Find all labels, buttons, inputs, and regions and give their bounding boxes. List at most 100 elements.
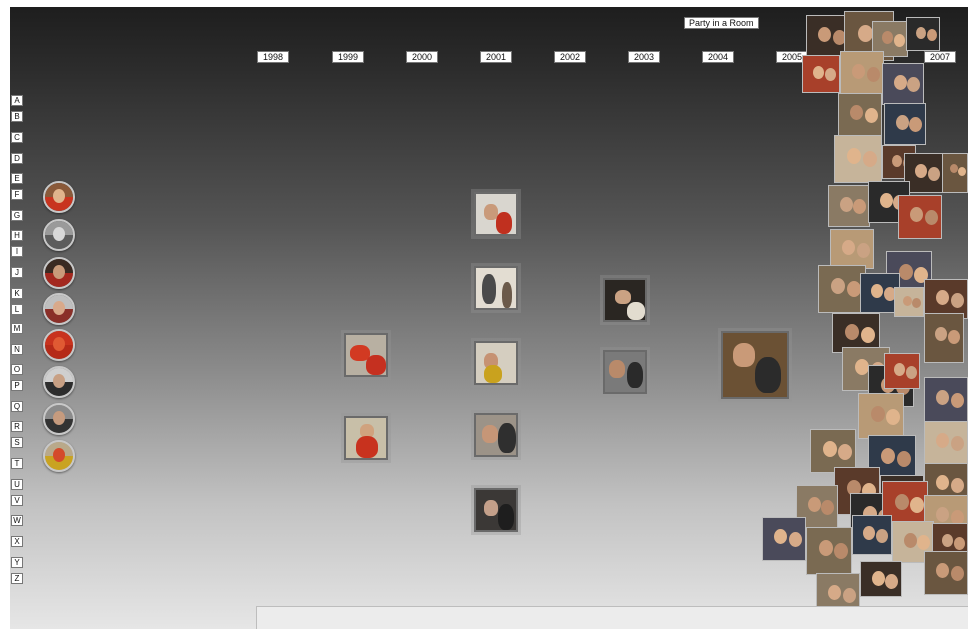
letter-e[interactable]: E: [11, 173, 23, 184]
person-avatar[interactable]: [43, 219, 75, 251]
letter-n[interactable]: N: [11, 344, 23, 355]
person-avatar[interactable]: [43, 181, 75, 213]
photo-thumbnail[interactable]: [344, 416, 388, 460]
letter-o[interactable]: O: [11, 364, 23, 375]
cluster-photo-thumbnail[interactable]: [806, 527, 852, 575]
cluster-photo-thumbnail[interactable]: [860, 561, 902, 597]
photo-thumbnail[interactable]: [474, 266, 518, 310]
cluster-photo-thumbnail[interactable]: [898, 195, 942, 239]
cluster-photo-thumbnail[interactable]: [858, 393, 904, 439]
letter-c[interactable]: C: [11, 132, 23, 143]
face-shape: [885, 574, 898, 589]
cluster-photo-thumbnail[interactable]: [924, 279, 968, 319]
face-shape: [907, 77, 920, 92]
cluster-photo-thumbnail[interactable]: [894, 287, 924, 317]
letter-h[interactable]: H: [11, 230, 23, 241]
photo-thumbnail[interactable]: [474, 192, 518, 236]
photo-thumbnail[interactable]: [474, 341, 518, 385]
photo-thumbnail[interactable]: [721, 331, 789, 399]
face-shape: [928, 167, 940, 181]
cluster-photo-thumbnail[interactable]: [838, 93, 882, 137]
cluster-photo-thumbnail[interactable]: [942, 153, 968, 193]
face-shape: [935, 327, 947, 341]
letter-r[interactable]: R: [11, 421, 23, 432]
timeline-canvas[interactable]: Party in a Room 1998 1999 2000 2001 2002…: [10, 7, 968, 629]
year-label-2000[interactable]: 2000: [406, 51, 438, 63]
year-label-2004[interactable]: 2004: [702, 51, 734, 63]
letter-x[interactable]: X: [11, 536, 23, 547]
year-label-2001[interactable]: 2001: [480, 51, 512, 63]
person-avatar[interactable]: [43, 366, 75, 398]
cluster-photo-thumbnail[interactable]: [840, 51, 884, 97]
cluster-photo-thumbnail[interactable]: [924, 421, 968, 465]
cluster-photo-thumbnail[interactable]: [832, 313, 880, 353]
cluster-photo-thumbnail[interactable]: [834, 135, 882, 183]
letter-b[interactable]: B: [11, 111, 23, 122]
face-shape: [863, 526, 875, 540]
face-shape: [882, 31, 893, 44]
letter-p[interactable]: P: [11, 380, 23, 391]
letter-g[interactable]: G: [11, 210, 23, 221]
letter-a[interactable]: A: [11, 95, 23, 106]
face-shape: [936, 563, 949, 578]
year-label-2002[interactable]: 2002: [554, 51, 586, 63]
photo-thumbnail[interactable]: [474, 413, 518, 457]
letter-u[interactable]: U: [11, 479, 23, 490]
letter-m[interactable]: M: [11, 323, 23, 334]
cluster-photo-thumbnail[interactable]: [906, 17, 940, 51]
cluster-photo-thumbnail[interactable]: [828, 185, 870, 227]
letter-f[interactable]: F: [11, 189, 23, 200]
letter-y[interactable]: Y: [11, 557, 23, 568]
photo-thumbnail[interactable]: [474, 488, 518, 532]
face-shape: [823, 441, 837, 457]
cluster-photo-thumbnail[interactable]: [830, 229, 874, 269]
face-shape: [936, 507, 949, 522]
cluster-photo-thumbnail[interactable]: [802, 55, 840, 93]
face-shape: [857, 243, 870, 258]
face-shape: [951, 436, 964, 451]
cluster-photo-thumbnail[interactable]: [884, 103, 926, 145]
year-label-2007[interactable]: 2007: [924, 51, 956, 63]
cluster-photo-thumbnail[interactable]: [818, 265, 866, 313]
cluster-photo-thumbnail[interactable]: [860, 273, 900, 313]
person-avatar[interactable]: [43, 257, 75, 289]
letter-w[interactable]: W: [11, 515, 23, 526]
photo-thumbnail[interactable]: [603, 278, 647, 322]
photo-thumbnail[interactable]: [603, 350, 647, 394]
person-avatar[interactable]: [43, 440, 75, 472]
person-avatar[interactable]: [43, 329, 75, 361]
person-avatar[interactable]: [43, 403, 75, 435]
letter-z[interactable]: Z: [11, 573, 23, 584]
face-shape: [927, 29, 937, 41]
cluster-photo-thumbnail[interactable]: [762, 517, 806, 561]
year-label-1999[interactable]: 1999: [332, 51, 364, 63]
year-label-2005[interactable]: 2005: [776, 51, 808, 63]
face-shape: [936, 475, 949, 490]
photo-thumbnail[interactable]: [344, 333, 388, 377]
face-shape: [861, 327, 875, 343]
cluster-photo-thumbnail[interactable]: [924, 313, 964, 363]
letter-k[interactable]: K: [11, 288, 23, 299]
cluster-photo-thumbnail[interactable]: [904, 153, 944, 193]
face-shape: [917, 535, 930, 550]
letter-v[interactable]: V: [11, 495, 23, 506]
letter-j[interactable]: J: [11, 267, 23, 278]
letter-s[interactable]: S: [11, 437, 23, 448]
letter-d[interactable]: D: [11, 153, 23, 164]
letter-t[interactable]: T: [11, 458, 23, 469]
cluster-photo-thumbnail[interactable]: [882, 63, 924, 105]
letter-l[interactable]: L: [11, 304, 23, 315]
year-label-1998[interactable]: 1998: [257, 51, 289, 63]
cluster-photo-thumbnail[interactable]: [884, 353, 920, 389]
face-shape: [828, 585, 841, 600]
cluster-photo-thumbnail[interactable]: [924, 551, 968, 595]
cluster-photo-thumbnail[interactable]: [924, 377, 968, 425]
face-shape: [825, 68, 836, 81]
cluster-photo-thumbnail[interactable]: [852, 515, 892, 555]
cluster-photo-thumbnail[interactable]: [810, 429, 856, 473]
letter-i[interactable]: I: [11, 246, 23, 257]
letter-q[interactable]: Q: [11, 401, 23, 412]
year-label-2003[interactable]: 2003: [628, 51, 660, 63]
person-avatar[interactable]: [43, 293, 75, 325]
face-shape: [819, 540, 833, 556]
